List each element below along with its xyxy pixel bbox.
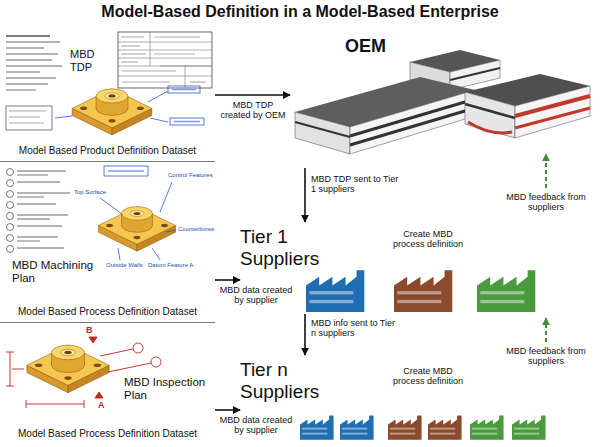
edge-label: MBD data created by supplier bbox=[216, 415, 296, 436]
dataset-caption: Model Based Process Definition Dataset bbox=[0, 428, 215, 440]
tolerance-block bbox=[6, 106, 52, 130]
node-heading: Tier n Suppliers bbox=[240, 359, 340, 403]
title-block bbox=[118, 32, 212, 88]
flow-arrow bbox=[215, 94, 290, 96]
node-heading: MBD TDP bbox=[70, 48, 108, 73]
datum-letter: A bbox=[98, 400, 105, 410]
drawing-notes bbox=[6, 36, 62, 90]
process-steps bbox=[7, 169, 71, 253]
dataset-panel: MBD Machining PlanModel Based Process De… bbox=[0, 163, 215, 323]
edge-label: MBD TDP created by OEM bbox=[217, 100, 289, 121]
part-model bbox=[27, 345, 109, 393]
feedback-note: MBD feedback from suppliers bbox=[498, 346, 594, 367]
feedback-note: MBD feedback from suppliers bbox=[498, 192, 594, 213]
flow-arrow bbox=[215, 409, 240, 411]
flow-arrow bbox=[215, 279, 240, 281]
node-heading: Tier 1 Suppliers bbox=[240, 226, 340, 270]
dataset-caption: Model Based Process Definition Dataset bbox=[0, 306, 215, 318]
dataset-caption: Model Based Product Definition Dataset bbox=[0, 145, 215, 157]
feature-label: Counterbores bbox=[178, 226, 214, 233]
edge-label: MBD data created by supplier bbox=[216, 285, 296, 306]
feature-label: Control Features bbox=[168, 172, 213, 179]
flow-arrow bbox=[304, 314, 306, 355]
part-model bbox=[72, 89, 152, 135]
edge-label: MBD TDP sent to Tier 1 suppliers bbox=[311, 174, 401, 195]
applies-note bbox=[104, 166, 148, 176]
feature-leaders bbox=[100, 182, 176, 260]
feedback-arrow bbox=[545, 154, 547, 342]
annotation-leaders bbox=[55, 86, 204, 125]
feature-label: Top Surface bbox=[74, 189, 106, 196]
oem-node: OEM bbox=[290, 32, 595, 168]
oem-building bbox=[295, 50, 590, 154]
part-model bbox=[98, 207, 175, 252]
dataset-panel: MBD TDP Model Based Product Definition Da… bbox=[0, 28, 215, 162]
process-note: Create MBD process definition bbox=[390, 229, 466, 250]
feature-label: Datum Feature A bbox=[148, 262, 193, 269]
process-note: Create MBD process definition bbox=[390, 366, 466, 387]
dataset-panel: MBD Inspection PlanModel Based Process D… bbox=[0, 324, 215, 447]
edge-label: MBD info sent to Tier n suppliers bbox=[311, 318, 399, 339]
node-heading: MBD Inspection Plan bbox=[124, 376, 210, 402]
diagram-title: Model-Based Definition in a Model-Based … bbox=[0, 3, 600, 21]
node-heading: OEM bbox=[345, 36, 386, 57]
node-heading: MBD Machining Plan bbox=[12, 259, 107, 285]
feature-label: Outside Walls bbox=[106, 262, 143, 269]
flow-arrow bbox=[304, 168, 306, 222]
datum-letter: B bbox=[86, 325, 93, 335]
